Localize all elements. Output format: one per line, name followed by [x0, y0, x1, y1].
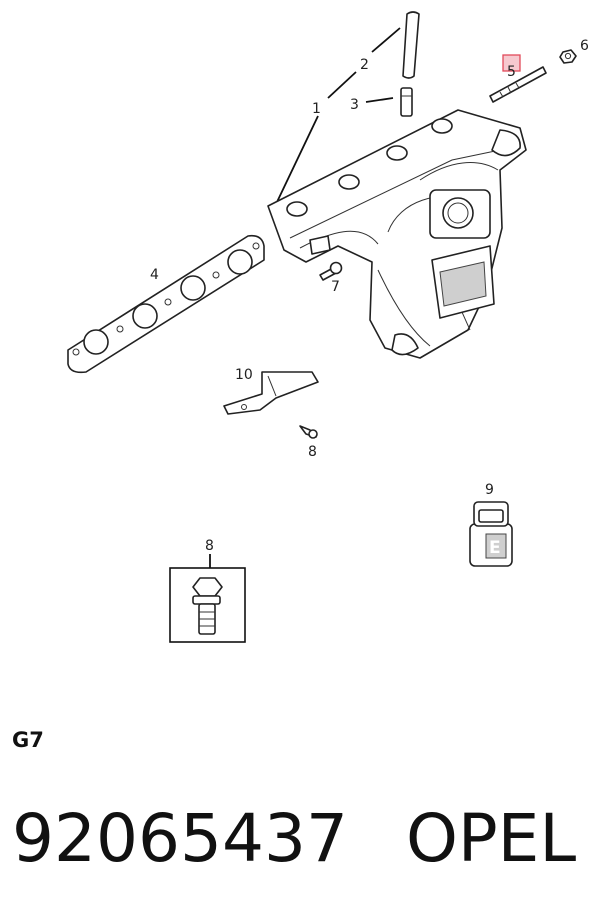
callout-labels: 1 2 3 4 5 6 7 8 8 9 10	[150, 38, 589, 554]
callout-3: 3	[350, 97, 359, 113]
nut-part	[559, 49, 577, 64]
callout-7: 7	[331, 279, 340, 295]
callout-1: 1	[312, 101, 321, 117]
callout-10: 10	[235, 367, 253, 383]
callout-9: 9	[485, 482, 494, 498]
brand-name: OPEL	[405, 800, 577, 877]
exploded-parts-diagram: E 1 2 3 4 5 6 7 8 8 9 10	[67, 11, 589, 643]
long-stud-part	[489, 66, 547, 103]
callout-8-detail: 8	[205, 538, 214, 554]
bolt-detail-box	[169, 554, 246, 643]
callout-4: 4	[150, 267, 159, 283]
bracket-part	[223, 371, 319, 415]
bolt-part-8	[299, 425, 318, 439]
bolt-part-7	[319, 261, 343, 281]
compound-tube-part: E	[469, 501, 513, 567]
callout-8: 8	[308, 444, 317, 460]
svg-text:E: E	[489, 538, 501, 558]
callout-5-highlight	[502, 54, 521, 72]
part-number-line: 92065437 OPEL	[12, 800, 576, 877]
stud-part	[400, 87, 413, 117]
pin-part	[402, 11, 420, 79]
callout-2: 2	[360, 57, 369, 73]
callout-6: 6	[580, 38, 589, 54]
gasket-part	[67, 234, 265, 374]
group-code: G7	[12, 728, 44, 752]
leader-lines	[276, 27, 401, 203]
callout-5: 5	[507, 64, 516, 80]
part-number: 92065437	[12, 800, 348, 877]
exhaust-manifold-part	[267, 109, 527, 359]
